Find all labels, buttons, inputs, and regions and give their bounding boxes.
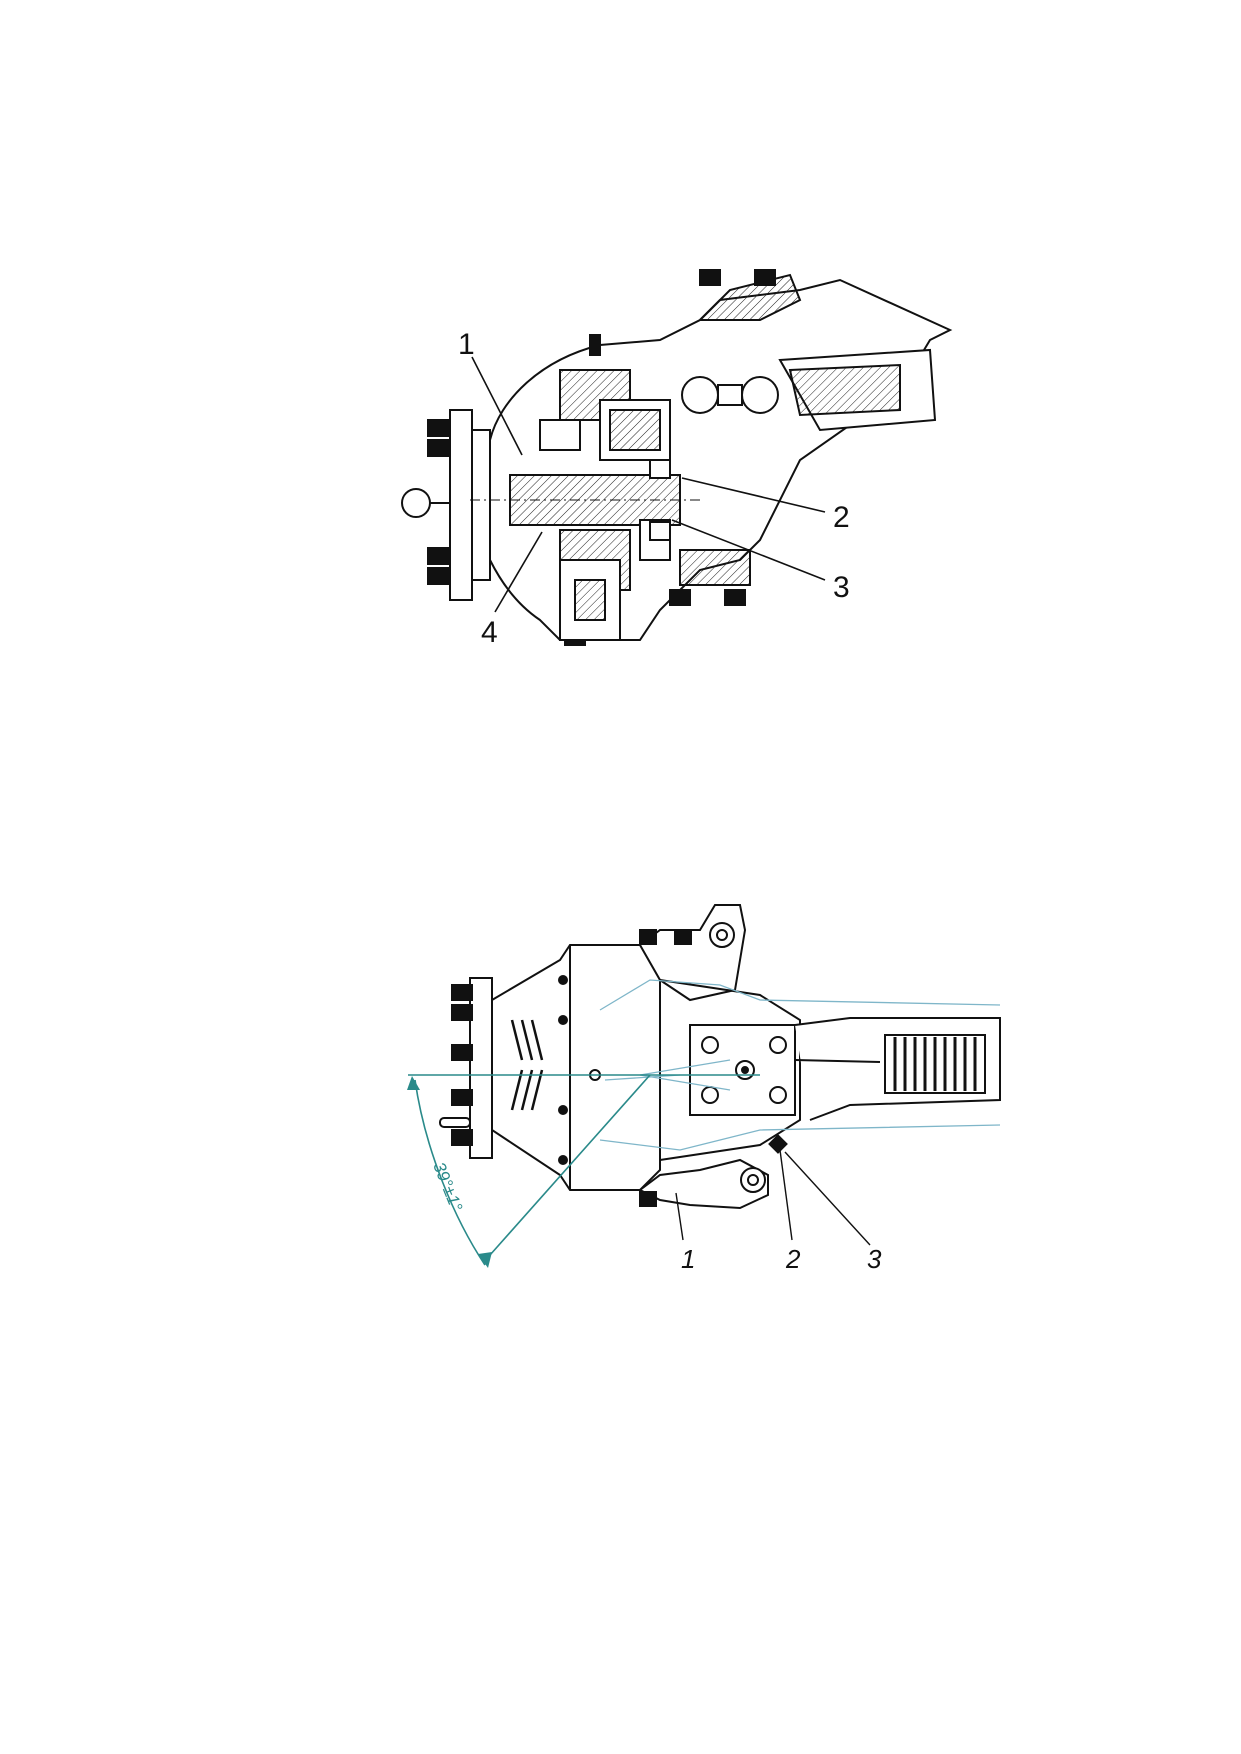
callout-bottom-3: 3 [867, 1244, 882, 1274]
callout-top-1: 1 [458, 328, 475, 361]
top-callouts [471, 356, 826, 613]
plan-view-drawing [439, 904, 1001, 1210]
angle-dimension [407, 1074, 760, 1268]
callout-top-2: 2 [833, 501, 850, 534]
bottom-callouts [675, 1149, 871, 1246]
flange-bolts [427, 419, 451, 585]
sectional-view-drawing [401, 269, 953, 646]
alternate-position-outline [599, 979, 1001, 1151]
callout-top-4: 4 [481, 616, 498, 649]
angle-label: 39°±1° [429, 1159, 466, 1214]
plan-flange-bolts [451, 984, 473, 1146]
callout-top-3: 3 [833, 571, 850, 604]
callout-bottom-2: 2 [785, 1244, 801, 1274]
callout-bottom-1: 1 [681, 1244, 695, 1274]
